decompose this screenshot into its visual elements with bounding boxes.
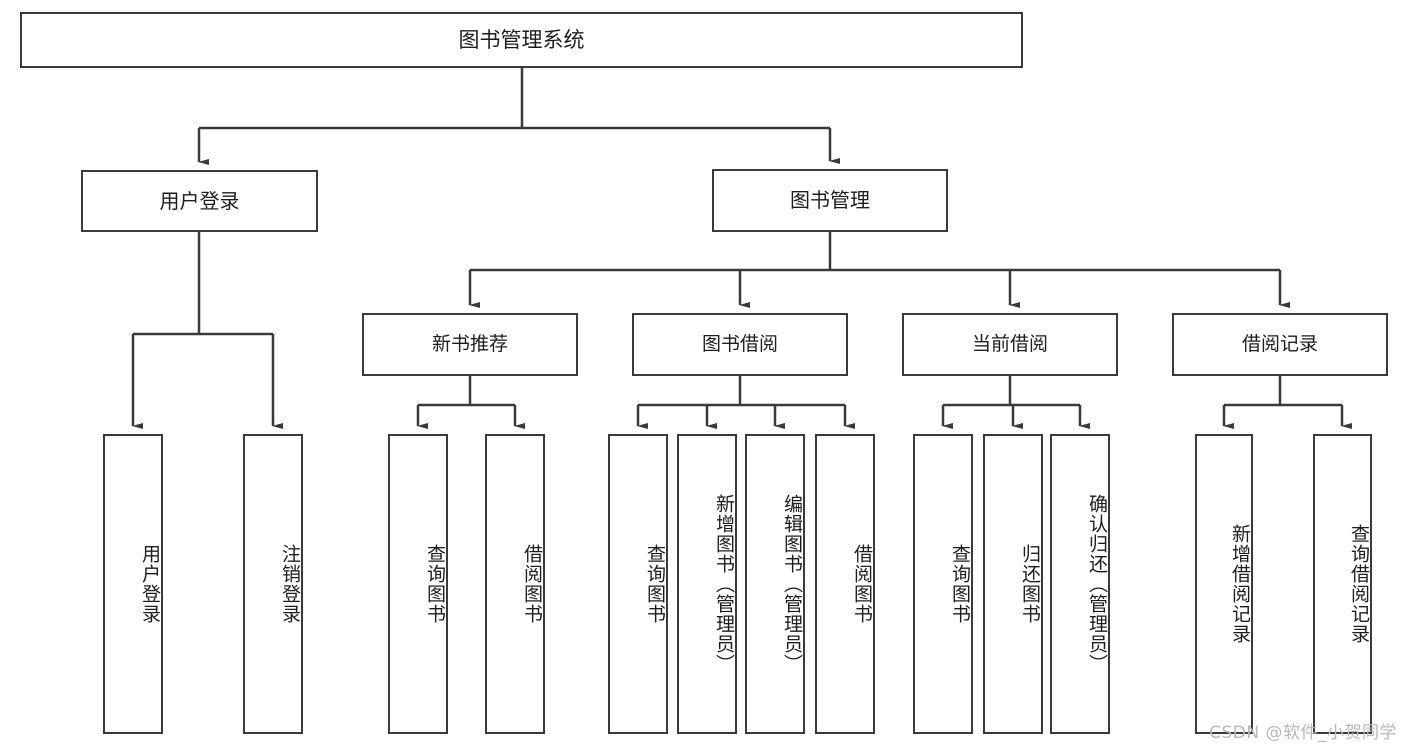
leaf-label: 借阅图书	[521, 544, 543, 624]
leaf-label: 用户登录	[139, 544, 161, 624]
node-borrow-record[interactable]: 借阅记录	[1172, 313, 1388, 376]
node-leaf-add-borrow-record[interactable]: 新增借阅记录	[1195, 434, 1253, 734]
node-leaf-borrow-book[interactable]: 借阅图书	[815, 434, 875, 734]
leaf-label: 借阅图书	[851, 544, 873, 624]
leaf-label: 新增图书（管理员）	[713, 494, 735, 674]
leaf-label: 查询借阅记录	[1348, 524, 1370, 644]
node-leaf-edit-book-admin[interactable]: 编辑图书（管理员）	[745, 434, 805, 734]
node-leaf-query-book-recommend[interactable]: 查询图书	[388, 434, 448, 734]
node-leaf-add-book-admin[interactable]: 新增图书（管理员）	[677, 434, 737, 734]
node-new-book-recommend[interactable]: 新书推荐	[362, 313, 578, 376]
node-book-management[interactable]: 图书管理	[712, 169, 948, 232]
leaf-label: 确认归还（管理员）	[1086, 494, 1108, 674]
node-current-borrow[interactable]: 当前借阅	[902, 313, 1118, 376]
node-leaf-logout[interactable]: 注销登录	[243, 434, 303, 734]
leaf-label: 归还图书	[1019, 544, 1041, 624]
leaf-label: 编辑图书（管理员）	[781, 494, 803, 674]
leaf-label: 查询图书	[644, 544, 666, 624]
node-leaf-query-book-borrow[interactable]: 查询图书	[608, 434, 668, 734]
leaf-label: 新增借阅记录	[1229, 524, 1251, 644]
leaf-label: 注销登录	[279, 544, 301, 624]
node-leaf-query-book-current[interactable]: 查询图书	[913, 434, 973, 734]
node-leaf-confirm-return-admin[interactable]: 确认归还（管理员）	[1050, 434, 1110, 734]
node-user-login[interactable]: 用户登录	[81, 170, 318, 232]
node-root-system[interactable]: 图书管理系统	[20, 12, 1023, 68]
node-leaf-user-login[interactable]: 用户登录	[103, 434, 163, 734]
node-leaf-query-borrow-record[interactable]: 查询借阅记录	[1313, 434, 1372, 734]
node-book-borrow[interactable]: 图书借阅	[632, 313, 848, 376]
node-leaf-return-book[interactable]: 归还图书	[983, 434, 1043, 734]
leaf-label: 查询图书	[424, 544, 446, 624]
node-leaf-borrow-book-recommend[interactable]: 借阅图书	[485, 434, 545, 734]
leaf-label: 查询图书	[949, 544, 971, 624]
